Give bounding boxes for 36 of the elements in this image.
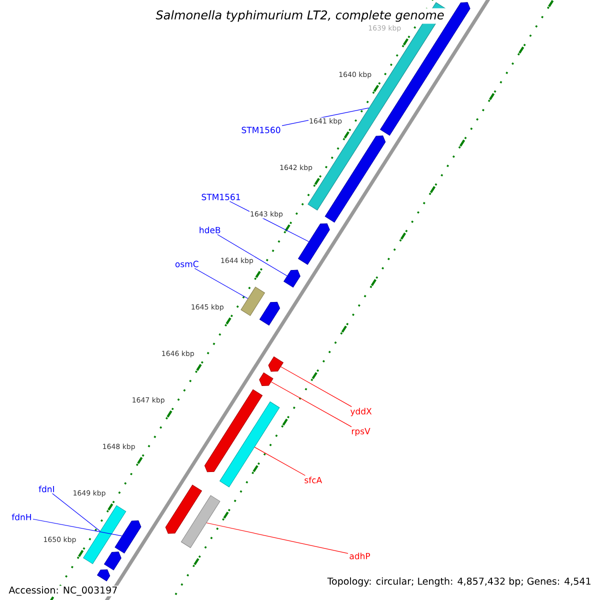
gene-block	[104, 552, 122, 570]
gene-bar	[240, 286, 265, 316]
leader-line	[217, 234, 288, 276]
gene-label: fdnI	[38, 486, 54, 492]
leader-line	[52, 493, 100, 532]
gene-label: osmC	[175, 260, 198, 268]
gene-label: STM1560	[242, 126, 280, 134]
gene-block	[204, 389, 263, 472]
gene-block	[259, 302, 280, 326]
gene-block	[114, 520, 142, 554]
gene-block	[284, 270, 300, 288]
gene-label: yddX	[350, 408, 372, 416]
gene-block	[298, 223, 330, 265]
gene-label: STM1561	[202, 194, 240, 200]
title: Salmonella typhimurium LT2, complete genome	[154, 8, 446, 24]
gene-block	[259, 372, 274, 386]
gene-bar	[83, 505, 126, 564]
gene-block	[324, 136, 386, 223]
leader-line	[206, 522, 348, 554]
gene-block	[268, 356, 284, 372]
gene-label: hdeB	[200, 226, 220, 234]
gene-label: fdnH	[12, 514, 31, 520]
gene-bar	[220, 402, 280, 488]
leader-line	[194, 268, 248, 299]
gene-block	[165, 484, 202, 534]
gene-label: rpsV	[352, 428, 370, 436]
footer-text: Accession: NC_003197	[8, 586, 118, 596]
leader-line	[32, 518, 122, 536]
leader-line	[280, 366, 352, 407]
gene-block	[97, 569, 110, 582]
footer-text: Topology: circular; Length: 4,857,432 bp; Genes: 4,541	[326, 576, 592, 588]
gene-bar	[180, 495, 220, 548]
leader-line	[270, 382, 352, 428]
leader-line	[254, 446, 306, 476]
gene-label: adhP	[350, 552, 370, 560]
gene-label: sfcA	[304, 476, 322, 484]
